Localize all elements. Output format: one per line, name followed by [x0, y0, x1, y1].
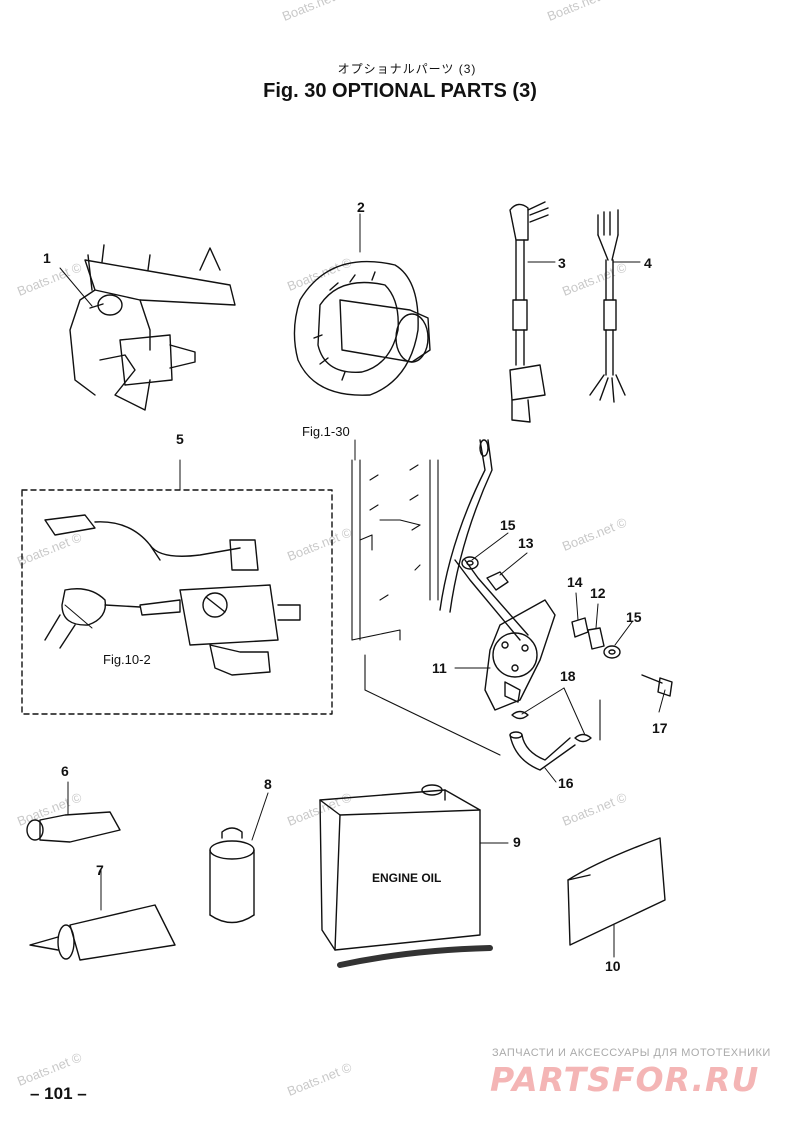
part-5-group-box [21, 489, 333, 715]
callout-14: 14 [567, 574, 583, 590]
callout-1: 1 [43, 250, 51, 266]
callout-2: 2 [357, 199, 365, 215]
part-9-oil-can [319, 784, 493, 968]
callout-16: 16 [558, 775, 574, 791]
leader-lines [59, 213, 666, 958]
part-3-harness [509, 201, 549, 423]
part-6-small-tube [26, 811, 121, 843]
part-7-large-tube [29, 904, 176, 961]
callout-7: 7 [96, 862, 104, 878]
part-14-bushing [571, 617, 589, 638]
callout-15a: 15 [500, 517, 516, 533]
figure-reference-1-30: Fig.1-30 [302, 424, 350, 439]
part-18-clips [511, 710, 592, 743]
callout-18: 18 [560, 668, 576, 684]
part-15-washer-a [461, 556, 479, 570]
part-16-hose [509, 731, 576, 771]
callout-13: 13 [518, 535, 534, 551]
callout-5: 5 [176, 431, 184, 447]
part-5-fuel-pump-assembly [44, 514, 301, 676]
callout-6: 6 [61, 763, 69, 779]
figure-reference-10-2: Fig.10-2 [103, 652, 151, 667]
engine-oil-label: ENGINE OIL [372, 871, 441, 885]
callout-11: 11 [432, 660, 447, 676]
figure-title: Fig. 30 OPTIONAL PARTS (3) [263, 80, 537, 102]
callout-3: 3 [558, 255, 566, 271]
callout-9: 9 [513, 834, 521, 850]
part-2-ring [293, 260, 431, 396]
shop-tagline: ЗАПЧАСТИ И АКСЕССУАРЫ ДЛЯ МОТОТЕХНИКИ [492, 1047, 771, 1059]
part-8-spray-can [209, 827, 255, 924]
bracket-assembly [351, 459, 601, 756]
callout-15b: 15 [626, 609, 642, 625]
part-1-gearcase-pickup [69, 244, 236, 411]
callout-17: 17 [652, 720, 668, 736]
part-15-washer-b [603, 645, 621, 659]
figure-subtitle-jp: オプショナルパーツ (3) [337, 62, 477, 76]
part-10-bag [567, 837, 666, 946]
part-12-grommet [587, 627, 605, 650]
callout-4: 4 [644, 255, 652, 271]
part-11-fuel-pump [439, 439, 556, 711]
part-13-nut [486, 571, 509, 591]
callout-8: 8 [264, 776, 272, 792]
part-4-harness [589, 209, 626, 403]
callout-10: 10 [605, 958, 621, 974]
part-17-bolt [641, 674, 673, 697]
callout-12: 12 [590, 585, 606, 601]
page-number: – 101 – [30, 1084, 87, 1103]
shop-logo: PARTSFOR.RU [490, 1060, 760, 1099]
